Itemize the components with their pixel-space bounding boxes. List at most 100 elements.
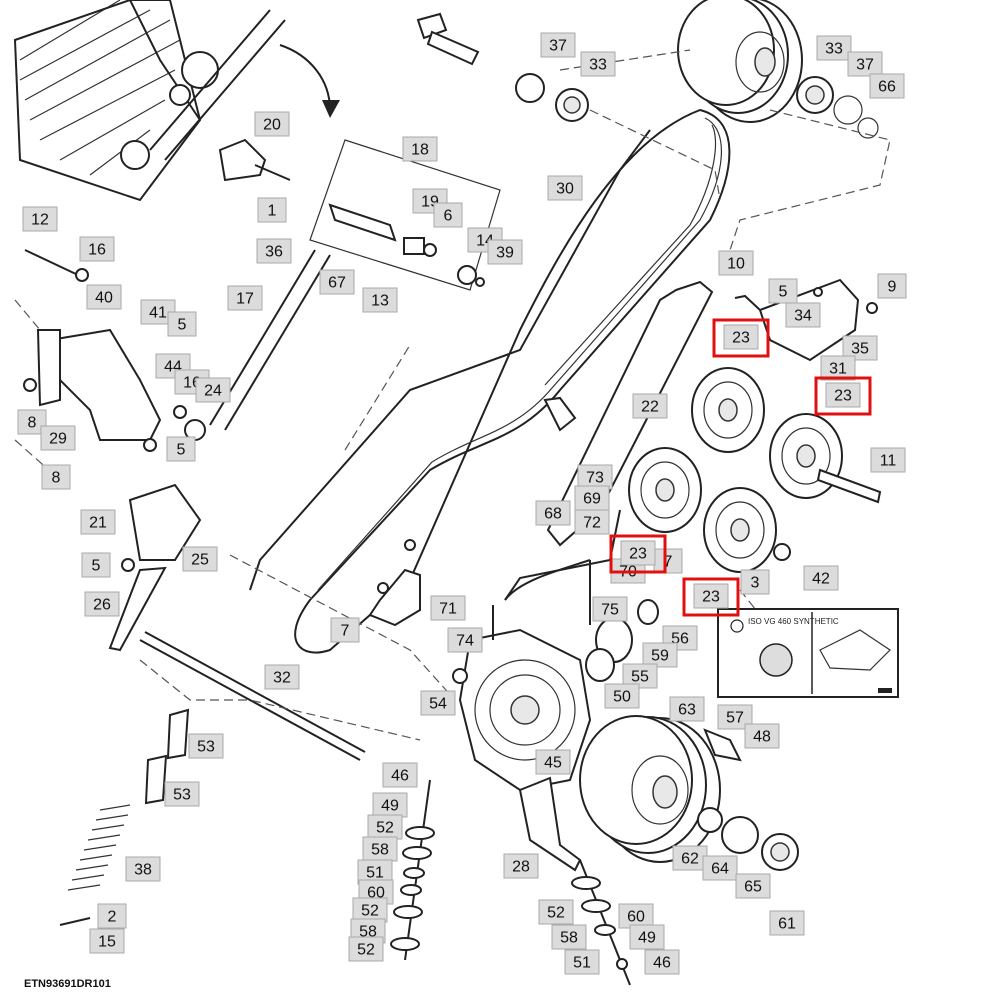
callout-number: 12 (31, 212, 49, 229)
callout-number: 52 (361, 903, 379, 920)
callout-box (227, 285, 263, 311)
callout-49: 49 (372, 792, 408, 818)
callout-number: 49 (638, 930, 656, 947)
callout-59: 59 (642, 642, 678, 668)
callout-75: 75 (592, 596, 628, 622)
bolt-washer-stack-left (390, 779, 435, 961)
callout-67: 67 (319, 269, 355, 295)
callout-box (487, 239, 523, 265)
idler-pulley-middle (628, 447, 702, 533)
callout-20: 20 (254, 111, 290, 137)
callout-42: 42 (803, 565, 839, 591)
callout-30: 30 (547, 175, 583, 201)
callout-box (785, 302, 821, 328)
callout-number: 20 (263, 117, 281, 134)
callout-72: 72 (574, 509, 610, 535)
callout-23: 23 (825, 382, 861, 408)
callout-box (352, 897, 388, 923)
callout-7: 7 (653, 548, 683, 574)
highlight-box (682, 577, 740, 617)
callout-6: 6 (433, 202, 463, 228)
callout-box (362, 287, 398, 313)
decal-text: ISO VG 460 SYNTHETIC (748, 617, 839, 626)
callout-number: 30 (556, 181, 574, 198)
callout-box (86, 284, 122, 310)
callout-box (744, 723, 780, 749)
callout-box (540, 32, 576, 58)
callout-5: 5 (166, 436, 196, 462)
callout-24: 24 (195, 377, 231, 403)
callout-box (693, 583, 729, 609)
callout-66: 66 (869, 73, 905, 99)
callout-23: 23 (620, 540, 656, 566)
callout-22: 22 (632, 393, 668, 419)
callout-number: 5 (177, 442, 186, 459)
callout-number: 7 (664, 554, 673, 571)
callout-box (535, 749, 571, 775)
callout-box (551, 924, 587, 950)
callout-box (348, 936, 384, 962)
callout-number: 7 (341, 623, 350, 640)
highlight-box (814, 376, 872, 416)
callout-number: 28 (512, 859, 530, 876)
callout-box (847, 51, 883, 77)
idler-pulley-right (769, 413, 882, 504)
callout-box (382, 762, 418, 788)
callout-51: 51 (564, 949, 600, 975)
callout-number: 66 (878, 79, 896, 96)
callout-number: 6 (444, 208, 453, 225)
callout-number: 65 (744, 879, 762, 896)
callout-box (877, 273, 907, 299)
callout-18: 18 (402, 136, 438, 162)
callout-box (669, 696, 705, 722)
highlight-layer (609, 318, 872, 617)
callout-number: 13 (371, 293, 389, 310)
machine-overview-illustration (13, 0, 340, 202)
callout-number: 48 (753, 729, 771, 746)
callout-number: 11 (880, 453, 897, 470)
oil-specification-decal: ISO VG 460 SYNTHETIC (717, 608, 899, 698)
callout-number: 46 (653, 955, 671, 972)
callout-box (362, 836, 398, 862)
callout-number: 61 (778, 916, 796, 933)
idler-pulley-lower (703, 487, 791, 573)
callout-box (632, 393, 668, 419)
callout-number: 15 (98, 934, 116, 951)
callout-number: 52 (547, 905, 565, 922)
callout-box (574, 485, 610, 511)
callout-number: 24 (204, 383, 222, 400)
callout-58: 58 (362, 836, 398, 862)
callout-box (188, 733, 224, 759)
callout-number: 73 (586, 470, 604, 487)
callout-number: 60 (367, 885, 385, 902)
callout-71: 71 (430, 595, 466, 621)
callout-layer: 3733333766201819613614396713301216404154… (17, 32, 907, 975)
callout-box (41, 464, 71, 490)
callout-68: 68 (535, 500, 571, 526)
callout-box (195, 377, 231, 403)
top-shaft-parts (416, 12, 589, 122)
callout-box (723, 324, 759, 350)
callout-number: 62 (681, 851, 699, 868)
callout-box (503, 853, 539, 879)
callout-1: 1 (257, 197, 287, 223)
callout-number: 58 (371, 842, 389, 859)
callout-box (768, 278, 798, 304)
callout-number: 35 (851, 341, 869, 358)
shaft-assembly-box (309, 139, 501, 291)
callout-number: 42 (812, 571, 830, 588)
callout-37: 37 (847, 51, 883, 77)
callout-number: 74 (456, 633, 474, 650)
callout-number: 49 (381, 798, 399, 815)
drive-belt (249, 108, 731, 654)
callout-number: 26 (93, 597, 111, 614)
callout-box (629, 924, 665, 950)
callout-52: 52 (348, 936, 384, 962)
callout-box (735, 873, 771, 899)
callout-box (79, 236, 115, 262)
callout-12: 12 (22, 206, 58, 232)
callout-62: 62 (672, 845, 708, 871)
callout-box (642, 642, 678, 668)
callout-number: 58 (359, 924, 377, 941)
callout-53: 53 (164, 781, 200, 807)
